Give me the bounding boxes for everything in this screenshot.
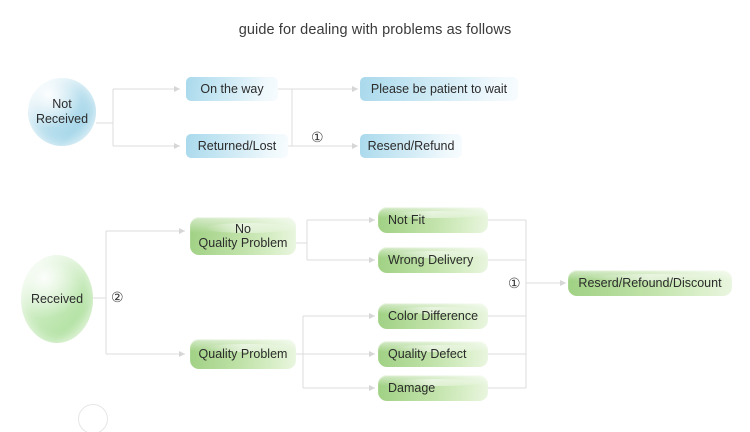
node-returned-lost-label: Returned/Lost (197, 139, 277, 153)
node-resend-refund[interactable]: Resend/Refund (360, 134, 462, 158)
node-not-fit[interactable]: Not Fit (378, 207, 488, 233)
node-no-quality-problem[interactable]: No Quality Problem (190, 217, 296, 255)
node-wrong-delivery-label: Wrong Delivery (388, 253, 474, 267)
node-please-be-patient[interactable]: Please be patient to wait (360, 77, 518, 101)
node-quality-problem[interactable]: Quality Problem (190, 339, 296, 369)
step-marker-one-green: ① (508, 275, 521, 291)
node-resend-refund-label: Resend/Refund (367, 139, 455, 153)
node-wrong-delivery[interactable]: Wrong Delivery (378, 247, 488, 273)
page-title: guide for dealing with problems as follo… (238, 22, 512, 38)
node-returned-lost[interactable]: Returned/Lost (186, 134, 288, 158)
node-reserd-refound-discount[interactable]: Reserd/Refound/Discount (568, 270, 732, 296)
node-quality-defect-label: Quality Defect (388, 347, 467, 361)
node-reserd-refound-discount-label: Reserd/Refound/Discount (578, 276, 722, 290)
decorative-arc (78, 404, 108, 432)
node-quality-problem-label: Quality Problem (198, 347, 288, 361)
node-damage-label: Damage (388, 381, 436, 395)
node-no-quality-problem-label: No Quality Problem (198, 222, 288, 250)
node-received-label: Received (30, 291, 84, 306)
node-on-the-way[interactable]: On the way (186, 77, 278, 101)
node-not-received[interactable]: Not Received (28, 78, 96, 146)
node-not-received-label: Not Received (35, 97, 89, 126)
node-please-be-patient-label: Please be patient to wait (370, 82, 508, 96)
step-marker-one-blue: ① (311, 129, 324, 145)
node-received[interactable]: Received (21, 255, 93, 343)
node-not-fit-label: Not Fit (388, 213, 425, 227)
node-on-the-way-label: On the way (200, 82, 264, 96)
node-color-difference[interactable]: Color Difference (378, 303, 488, 329)
node-quality-defect[interactable]: Quality Defect (378, 341, 488, 367)
step-marker-two-green: ② (111, 289, 124, 305)
node-color-difference-label: Color Difference (388, 309, 479, 323)
node-damage[interactable]: Damage (378, 375, 488, 401)
